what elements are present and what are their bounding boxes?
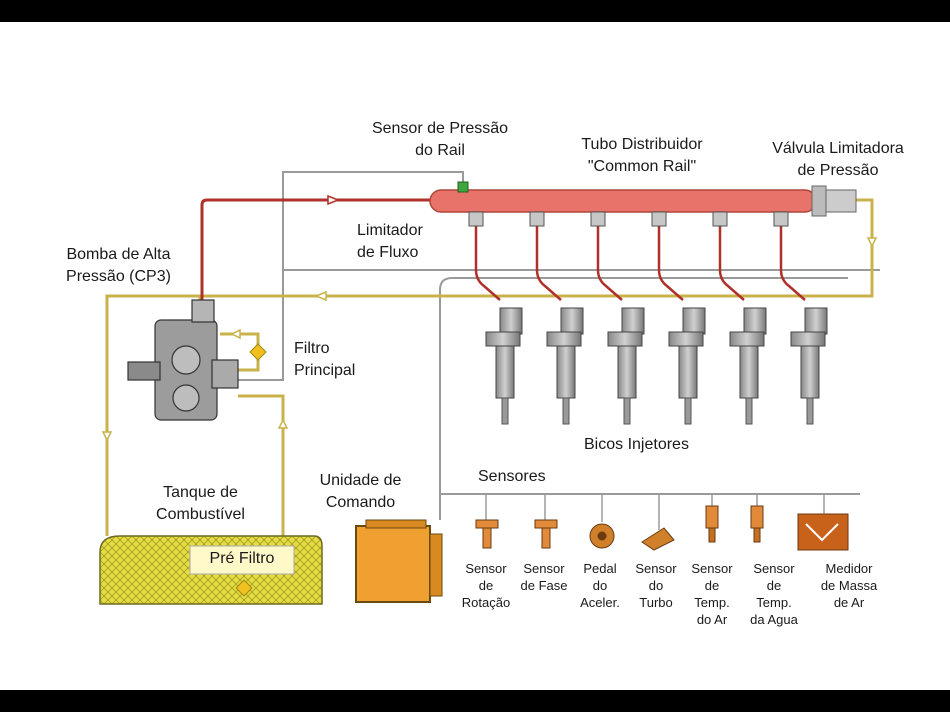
mass-airflow-icon xyxy=(797,513,849,551)
pre-filter xyxy=(235,579,253,597)
injectors xyxy=(468,211,828,425)
sensor-wires xyxy=(485,494,825,530)
label-sensors: Sensores xyxy=(478,468,546,485)
label-pre-filter: Pré Filtro xyxy=(209,550,275,567)
label-injectors: Bicos Injetores xyxy=(584,436,689,453)
signal-wires xyxy=(238,171,880,520)
ecu xyxy=(355,519,443,603)
sensor-icons xyxy=(475,505,849,551)
top-letterbox xyxy=(0,0,950,22)
flow-arrow-high xyxy=(327,194,341,206)
pedal-icon xyxy=(589,523,615,549)
common-rail xyxy=(429,181,857,217)
bottom-letterbox xyxy=(0,690,950,712)
air-temp-sensor-icon xyxy=(705,505,719,543)
high-pressure-pump xyxy=(127,299,239,421)
high-pressure-line xyxy=(200,198,430,300)
rail-pressure-sensor xyxy=(457,181,469,193)
fuel-tank xyxy=(99,535,323,605)
main-filter xyxy=(249,343,267,361)
speed-sensor-icon xyxy=(475,519,499,549)
water-temp-sensor-icon xyxy=(750,505,764,543)
phase-sensor-icon xyxy=(534,519,558,549)
label-common-rail: Tubo Distribuidor"Common Rail" xyxy=(581,136,703,175)
turbo-sensor-icon xyxy=(641,527,675,551)
